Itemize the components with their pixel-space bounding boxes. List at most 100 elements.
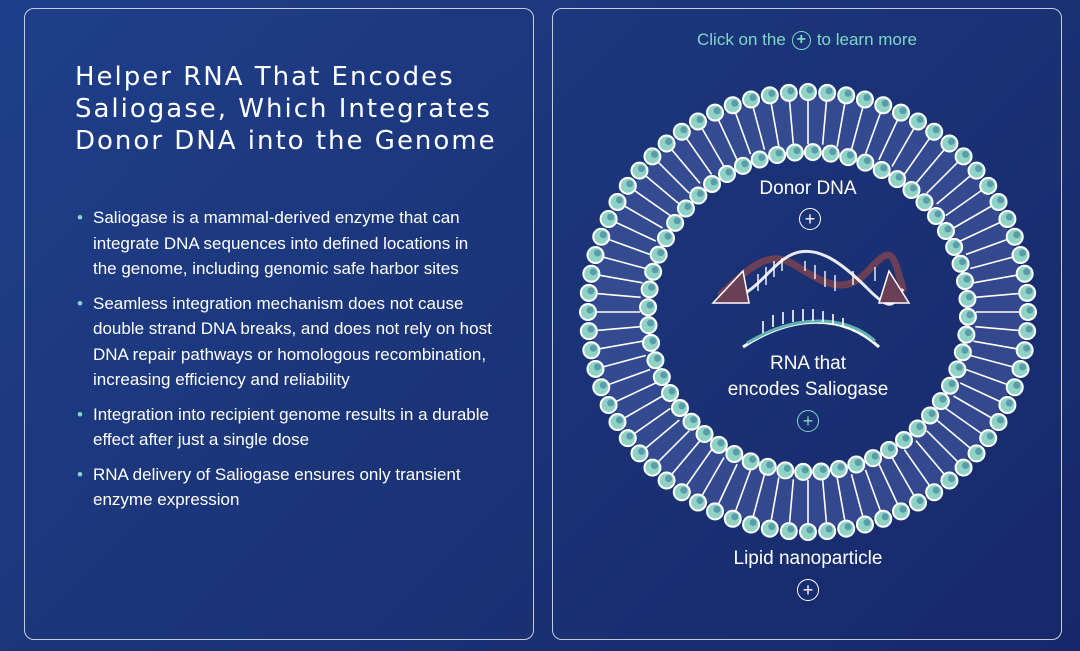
lipid-tail bbox=[953, 395, 992, 419]
lipid-tail bbox=[915, 440, 945, 475]
lipid-head-shade bbox=[647, 319, 655, 327]
lipid-head-shade bbox=[844, 89, 852, 97]
lipid-head-shade bbox=[964, 329, 972, 337]
lipid-tail bbox=[821, 479, 828, 524]
lipid-head-shade bbox=[615, 196, 623, 204]
lipid-head-shade bbox=[615, 416, 623, 424]
lipid-head-shade bbox=[749, 455, 757, 463]
lipid-head-shade bbox=[768, 89, 776, 97]
lipid-head-shade bbox=[1005, 213, 1013, 221]
lipid-tail bbox=[973, 340, 1017, 350]
lipid-tail bbox=[701, 128, 725, 167]
lipid-tail bbox=[633, 407, 671, 435]
lipid-tail bbox=[970, 256, 1013, 270]
lipid-nanoparticle-plus-button[interactable]: + bbox=[797, 579, 819, 601]
instruction-text: Click on the + to learn more bbox=[553, 30, 1061, 50]
lipid-tail bbox=[752, 107, 766, 150]
hint-text-after: to learn more bbox=[816, 30, 917, 49]
lipid-tail bbox=[734, 469, 752, 512]
lipid-head-shade bbox=[731, 513, 739, 521]
lipid-head-shade bbox=[1025, 287, 1033, 295]
lipid-tail bbox=[936, 175, 971, 205]
lipid-head-shade bbox=[678, 402, 686, 410]
lipid-head-shade bbox=[962, 150, 970, 158]
lipid-tail bbox=[965, 368, 1008, 386]
lipid-head-shade bbox=[997, 196, 1005, 204]
lipid-head-shade bbox=[664, 232, 672, 240]
lipid-tail bbox=[788, 479, 795, 524]
lipid-head-shade bbox=[928, 409, 936, 417]
lipid-tail bbox=[836, 103, 846, 147]
lipid-head-shade bbox=[922, 196, 930, 204]
lipid-tail bbox=[975, 325, 1020, 332]
lipid-tail bbox=[891, 128, 915, 167]
lipid-tail bbox=[685, 137, 713, 175]
lipid-tail bbox=[615, 221, 657, 242]
hint-text-before: Click on the bbox=[697, 30, 786, 49]
lipid-head-shade bbox=[589, 344, 597, 352]
dna-helix-icon bbox=[711, 249, 911, 306]
lipid-head-shade bbox=[766, 461, 774, 469]
lipid-tail bbox=[903, 449, 931, 487]
lipid-head-shade bbox=[801, 466, 809, 474]
lipid-head-shade bbox=[916, 422, 924, 430]
lipid-head-shade bbox=[1026, 306, 1034, 314]
lipid-head-shade bbox=[986, 432, 994, 440]
lipid-head-shade bbox=[725, 168, 733, 176]
lipid-head-shade bbox=[793, 147, 801, 155]
lipid-tail bbox=[836, 477, 846, 521]
lipid-head-shade bbox=[863, 93, 871, 101]
lipid-head-shade bbox=[1013, 381, 1021, 389]
lipid-head-shade bbox=[690, 416, 698, 424]
lipid-head-shade bbox=[961, 346, 969, 354]
lipid-tail bbox=[717, 463, 738, 505]
lipid-head-shade bbox=[775, 149, 783, 157]
lipid-head-shade bbox=[650, 150, 658, 158]
lipid-tail bbox=[645, 419, 680, 449]
lipid-head-shade bbox=[650, 462, 658, 470]
lipid-head-shade bbox=[1025, 325, 1033, 333]
lipid-head-shade bbox=[732, 448, 740, 456]
lipid-tail bbox=[752, 474, 766, 517]
lipid-tail bbox=[959, 382, 1001, 403]
lipid-head-shade bbox=[626, 180, 634, 188]
lipid-head-shade bbox=[651, 266, 659, 274]
lipid-tail bbox=[770, 103, 780, 147]
lipid-head-shade bbox=[593, 249, 601, 257]
lipid-head-shade bbox=[881, 513, 889, 521]
lipid-head-shade bbox=[955, 363, 963, 371]
lipid-head-shade bbox=[673, 217, 681, 225]
lipid-head-shade bbox=[932, 486, 940, 494]
lipid-head-shade bbox=[1023, 268, 1031, 276]
list-item: •Saliogase is a mammal-derived enzyme th… bbox=[75, 205, 495, 282]
lipid-head-shade bbox=[811, 146, 819, 154]
lipid-head-shade bbox=[899, 107, 907, 115]
bullet-icon: • bbox=[77, 464, 83, 484]
lipid-tail bbox=[878, 119, 899, 161]
lipid-tail bbox=[701, 457, 725, 496]
lipid-head-shade bbox=[887, 444, 895, 452]
lipid-head-shade bbox=[758, 153, 766, 161]
lipid-head-shade bbox=[916, 115, 924, 123]
info-panel: Helper RNA That Encodes Saliogase, Which… bbox=[24, 8, 534, 640]
lipid-head-shade bbox=[959, 258, 967, 266]
lipid-tail bbox=[608, 368, 651, 386]
lipid-head-shade bbox=[593, 363, 601, 371]
lipid-head-shade bbox=[717, 439, 725, 447]
lipid-tail bbox=[975, 292, 1020, 299]
lipid-tail bbox=[936, 419, 971, 449]
donor-dna-plus-button[interactable]: + bbox=[799, 208, 821, 230]
lipid-head-shade bbox=[819, 465, 827, 473]
rna-label-line2: encodes Saliogase bbox=[727, 379, 889, 400]
lipid-tail bbox=[624, 205, 663, 229]
lipid-tail bbox=[850, 107, 864, 150]
bullet-icon: • bbox=[77, 293, 83, 313]
lipid-head-shade bbox=[684, 203, 692, 211]
list-item-text: RNA delivery of Saliogase ensures only t… bbox=[93, 464, 461, 510]
rna-plus-button[interactable]: + bbox=[797, 410, 819, 432]
list-item-text: Integration into recipient genome result… bbox=[93, 404, 489, 450]
lipid-head-shade bbox=[607, 399, 615, 407]
lipid-head-shade bbox=[837, 463, 845, 471]
lipid-tail bbox=[959, 221, 1001, 242]
lipid-head-shade bbox=[741, 160, 749, 168]
